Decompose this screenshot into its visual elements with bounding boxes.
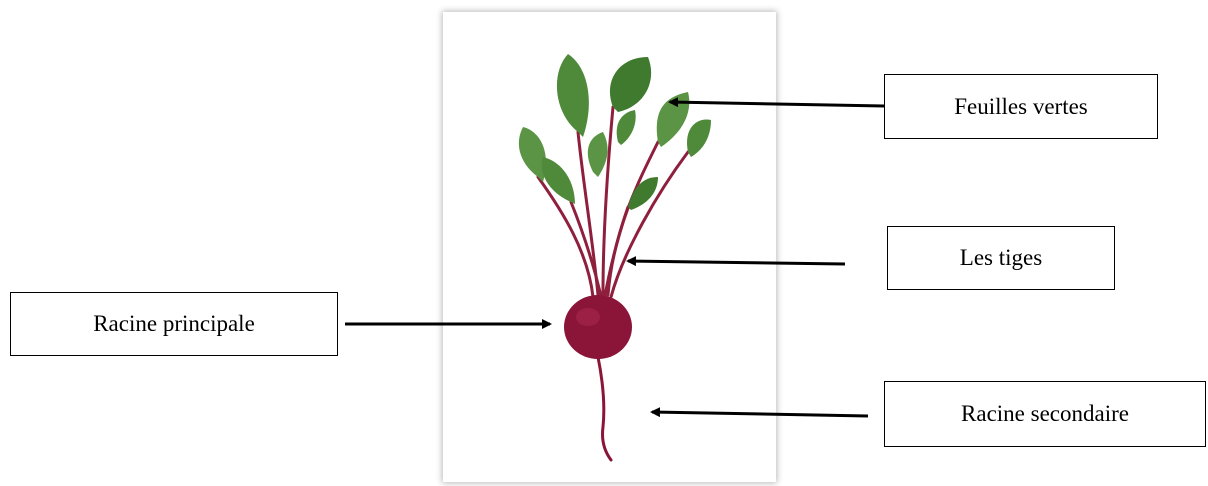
beet-photo <box>443 12 776 482</box>
label-secondary-root-text: Racine secondaire <box>961 401 1129 427</box>
label-stems-text: Les tiges <box>960 245 1042 271</box>
beet-leaves <box>519 54 711 210</box>
beetroot-illustration <box>443 12 776 482</box>
label-secondary-root: Racine secondaire <box>884 381 1206 447</box>
label-leaves-text: Feuilles vertes <box>954 94 1088 120</box>
label-main-root: Racine principale <box>10 292 338 356</box>
label-leaves: Feuilles vertes <box>884 74 1158 139</box>
label-main-root-text: Racine principale <box>93 311 255 337</box>
label-stems: Les tiges <box>887 226 1115 290</box>
beet-root <box>564 295 632 460</box>
